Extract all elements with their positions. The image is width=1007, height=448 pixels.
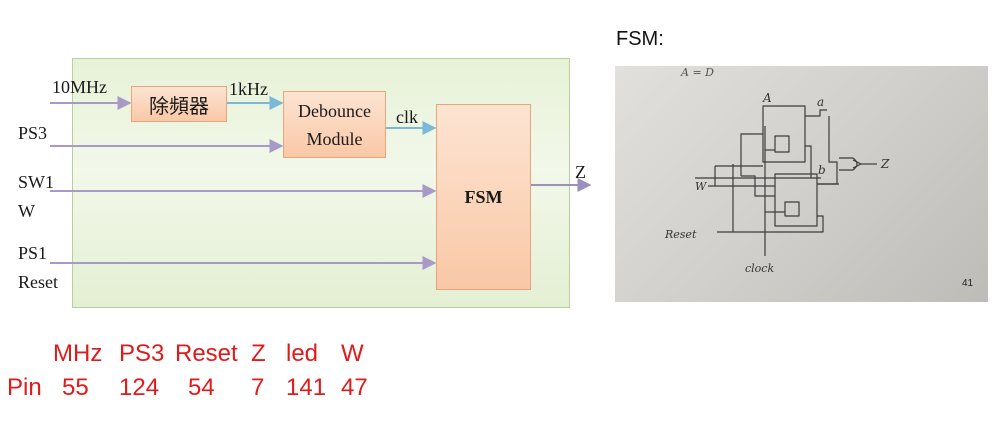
pin-value-ps3: 124 [119,374,160,401]
input-label-w: W [18,201,35,221]
label-1khz: 1kHz [229,79,268,99]
sketch-label-clock: clock [745,262,774,275]
pin-header-ps3: PS3 [119,340,165,367]
sketch-label-reset: Reset [664,228,697,241]
flip-flop-b [774,173,818,227]
pin-header-w: W [341,340,364,367]
sketch-label-b: b [818,163,826,177]
output-label-z: Z [575,162,586,182]
fsm-block-label: FSM [464,186,503,207]
debounce-label-line2: Module [306,128,363,149]
pin-header-led: led [286,340,319,367]
pin-header-reset: Reset [175,340,238,367]
pin-header-z: Z [251,340,266,367]
svg-text:A: A [762,91,772,105]
sketch-label-a: a [817,95,824,109]
label-clk: clk [396,107,418,127]
pin-row-label: Pin [7,374,42,401]
pin-header-mhz: MHz [53,340,103,367]
input-label-10mhz: 10MHz [52,77,107,97]
pin-value-w: 47 [341,374,368,401]
pin-value-reset: 54 [188,374,215,401]
input-label-reset: Reset [18,272,58,292]
flip-flop-a [762,105,806,163]
input-label-ps1: PS1 [18,243,48,263]
sketch-label-w: W [695,180,708,193]
sketch-label-z: Z [880,157,890,171]
pin-value-led: 141 [286,374,327,401]
divider-label: 除頻器 [149,93,209,118]
sketch-top-note: A = D [680,66,714,79]
fsm-block: FSM [436,104,531,290]
fsm-handdrawn-photo: A = D A a b Z W Reset clock [615,66,988,302]
pin-table: MHz PS3 Reset Z led W Pin 55 124 54 7 14… [0,336,400,406]
input-label-sw1: SW1 [18,172,54,192]
clock-divider-block: 除頻器 [131,86,227,122]
pin-value-mhz: 55 [62,374,89,401]
debounce-module-block: Debounce Module [283,91,386,158]
photo-page-number: 41 [962,278,974,289]
fsm-photo-title: FSM: [616,28,664,50]
pin-value-z: 7 [251,374,265,401]
debounce-label-line1: Debounce [298,100,371,121]
input-label-ps3: PS3 [18,123,48,143]
fsm-sketch: A = D A a b Z W Reset clock [664,66,890,275]
